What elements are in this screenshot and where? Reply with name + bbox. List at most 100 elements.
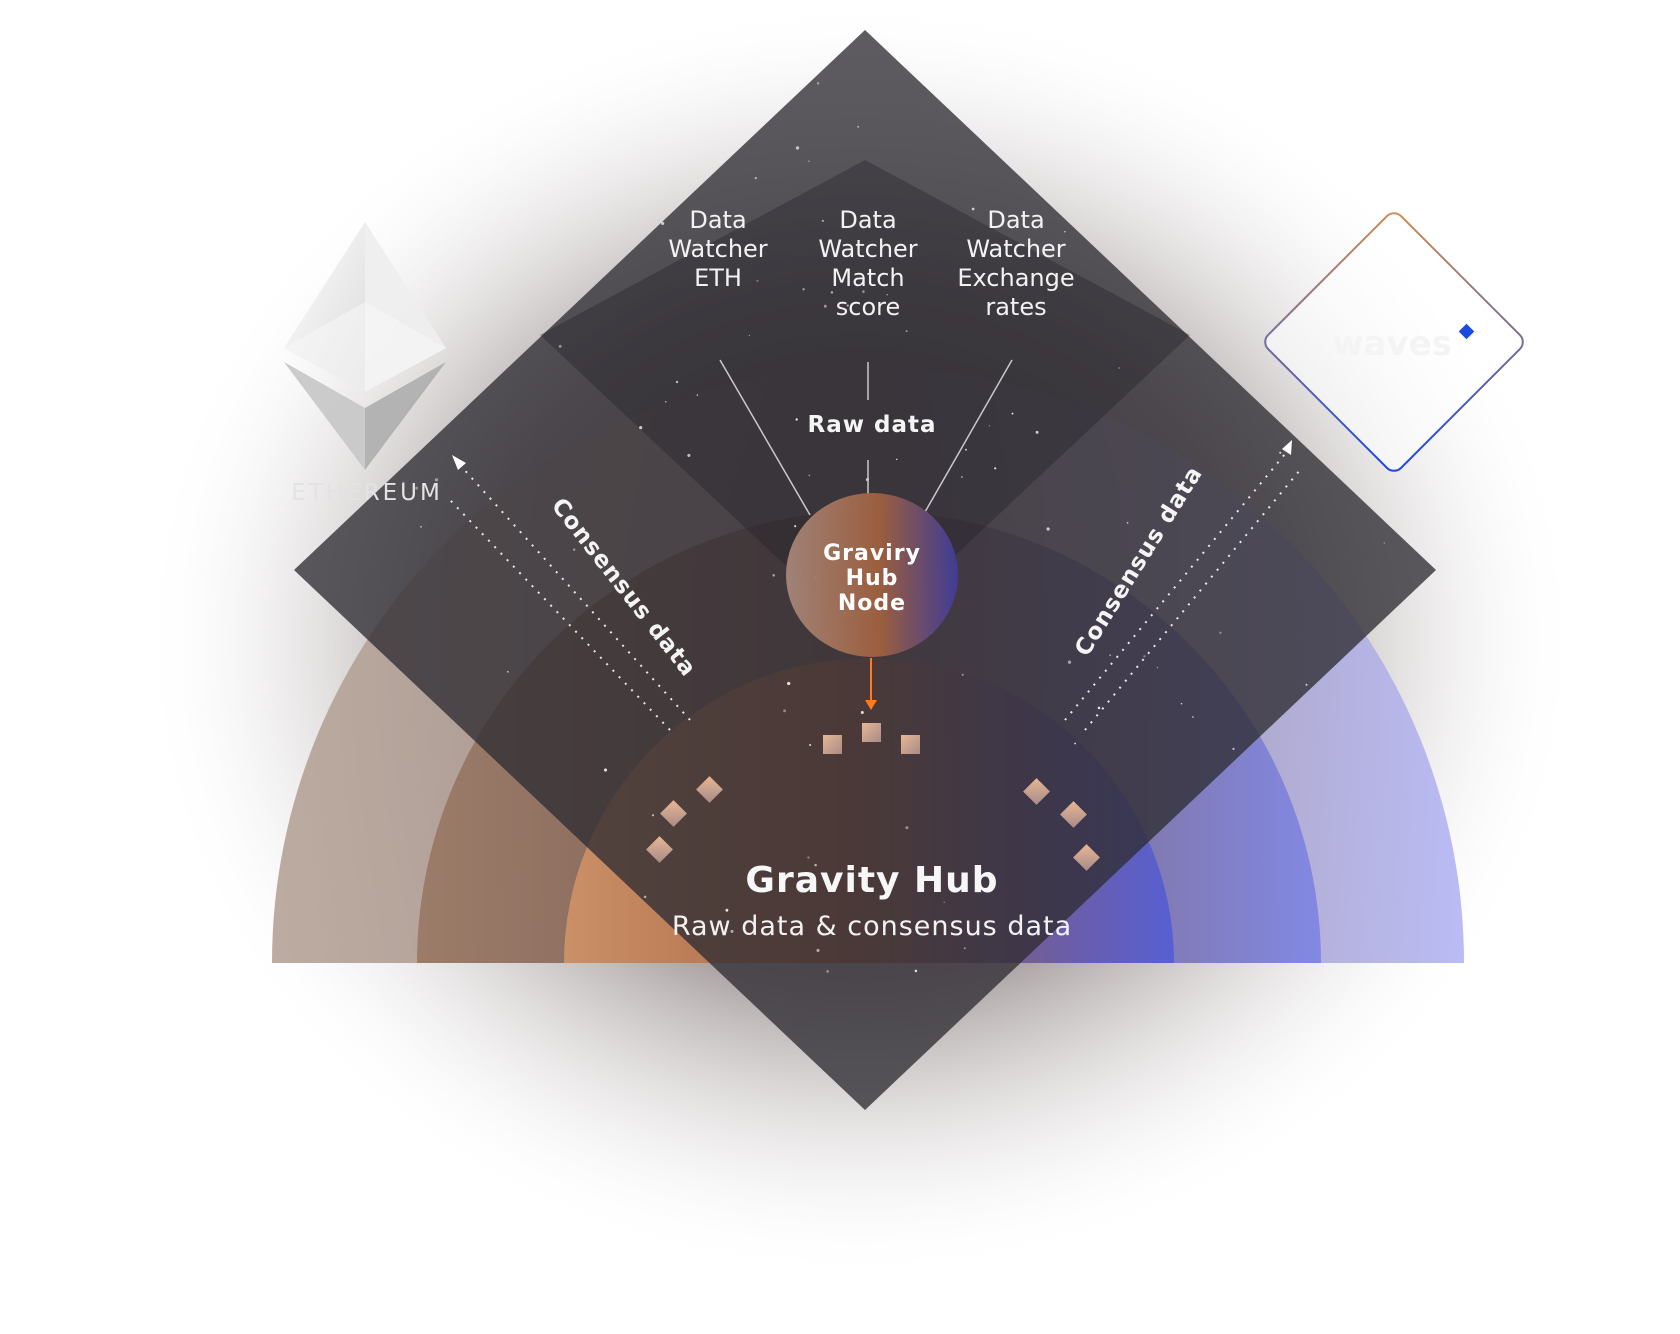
star-dot (1126, 522, 1129, 524)
star-dot (814, 863, 817, 867)
star-dot (857, 125, 860, 128)
star-dot (1383, 542, 1385, 544)
star-dot (846, 304, 849, 307)
star-dot (826, 970, 829, 973)
star-dot (1305, 683, 1308, 686)
star-dot (402, 481, 405, 484)
star-dot (807, 856, 810, 859)
data-tile (1060, 801, 1087, 828)
star-dot (905, 330, 908, 333)
star-dot (816, 948, 820, 952)
star-dot (1011, 412, 1014, 415)
star-dot (905, 826, 909, 830)
star-dot (756, 279, 759, 282)
gravity-hub-subtitle: Raw data & consensus data (672, 911, 1072, 942)
star-dot (809, 744, 812, 746)
node-label-line-1: Graviry (823, 541, 921, 566)
star-dot (572, 548, 576, 551)
star-dot (1046, 527, 1050, 531)
arrow-up-left-icon (452, 455, 466, 470)
star-dot (1118, 367, 1120, 369)
ethereum-label: ETHEREUM (291, 480, 443, 506)
watcher-eth-line-2: Watcher (668, 235, 767, 263)
star-dot (1279, 451, 1282, 454)
inner-diamond-shade (540, 160, 1190, 640)
raw-data-label: Raw data (808, 412, 937, 438)
star-dot (772, 573, 776, 577)
star-dot (1143, 655, 1146, 658)
star-dot (687, 453, 691, 457)
data-tile (646, 836, 673, 863)
star-dot (660, 221, 665, 226)
star-dot (830, 291, 834, 294)
connector-exchange (924, 359, 1013, 513)
consensus-path-left (459, 464, 691, 721)
data-tile (660, 800, 687, 827)
star-dot (787, 681, 791, 686)
data-watcher-eth: Data Watcher ETH (668, 206, 767, 292)
star-dot (1067, 660, 1072, 664)
star-dot (963, 947, 966, 950)
star-dot (896, 458, 898, 461)
star-dot (696, 394, 699, 396)
watcher-match-line-1: Data (839, 206, 896, 234)
star-dot (415, 486, 419, 490)
star-dot (860, 711, 864, 714)
star-dot (506, 670, 509, 673)
star-dot (886, 294, 888, 296)
star-dot (1064, 230, 1066, 233)
star-dot (795, 418, 798, 421)
data-watcher-match-score: Data Watcher Match score (818, 206, 917, 321)
waves-label: waves (1332, 324, 1452, 364)
star-dot (802, 288, 805, 291)
watcher-exchange-line-4: rates (985, 293, 1046, 321)
data-tile (1073, 844, 1100, 871)
star-dot (943, 901, 945, 903)
watcher-eth-line-3: ETH (694, 264, 742, 292)
connector-eth (719, 359, 811, 516)
star-dot (1074, 742, 1076, 745)
star-dot (1232, 747, 1235, 751)
star-dot (1035, 430, 1039, 434)
star-dot (961, 673, 964, 676)
data-tile (696, 776, 723, 803)
star-dot (1219, 631, 1222, 634)
star-dot (823, 304, 827, 308)
star-dot (971, 207, 975, 211)
star-dot (816, 82, 820, 85)
star-dot (808, 474, 811, 477)
star-dot (794, 525, 797, 528)
star-dot (1180, 702, 1183, 705)
ethereum-logo-icon (284, 222, 446, 470)
waves-logo-icon (1264, 212, 1524, 472)
watcher-exchange-line-3: Exchange (957, 264, 1074, 292)
watcher-match-line-4: score (836, 293, 901, 321)
star-dot (808, 160, 810, 162)
gravity-hub-title: Gravity Hub (745, 860, 998, 901)
star-dot (603, 768, 608, 772)
star-dot (754, 176, 757, 180)
watcher-match-line-3: Match (831, 264, 904, 292)
star-dot (639, 426, 643, 430)
watcher-exchange-line-1: Data (987, 206, 1044, 234)
star-dot (783, 709, 787, 713)
watcher-match-line-2: Watcher (818, 235, 917, 263)
star-dot (419, 525, 423, 528)
star-dot (664, 400, 667, 403)
star-dot (1192, 716, 1194, 718)
consensus-paths (449, 447, 1301, 731)
star-dot (961, 476, 963, 478)
star-dot (862, 290, 865, 293)
data-tile (901, 735, 920, 754)
node-label-line-3: Node (838, 591, 906, 616)
node-label-line-2: Hub (846, 566, 899, 591)
star-dot (1097, 706, 1101, 710)
star-dot (988, 425, 991, 427)
watcher-exchange-line-2: Watcher (966, 235, 1065, 263)
star-dot (1109, 654, 1112, 657)
arrow-down-icon (865, 700, 877, 710)
star-dot (821, 219, 825, 223)
node-circle (786, 493, 958, 657)
star-dot (558, 344, 562, 348)
